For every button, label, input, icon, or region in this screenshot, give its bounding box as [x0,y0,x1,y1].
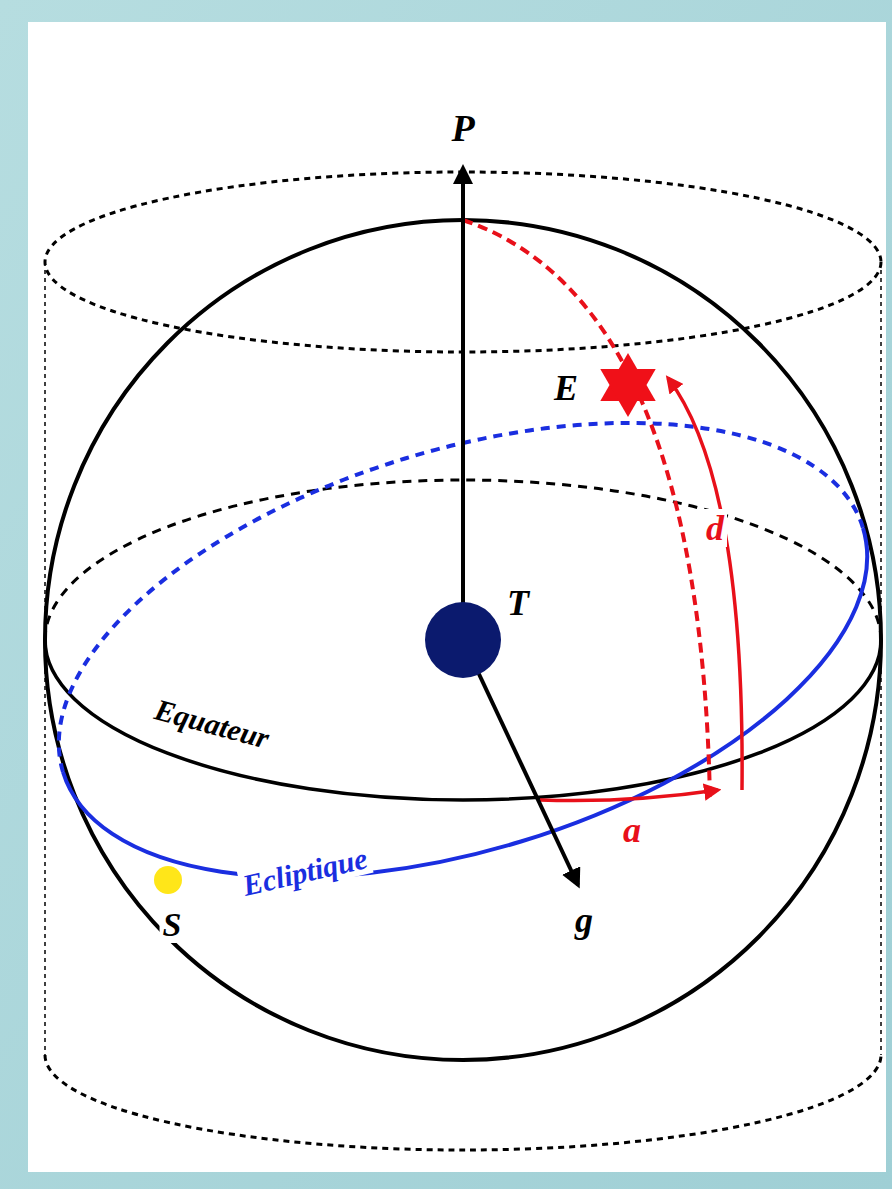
declination-arrow [668,378,742,790]
pole-axis [461,168,465,640]
pole-label: P [448,108,477,148]
ecliptic-label: Ecliptique [237,841,373,902]
right-ascension-arrow [540,790,718,801]
gamma-axis [463,640,578,885]
cylinder-bottom [45,1055,881,1150]
ecliptic-front [63,528,867,877]
star [600,353,655,417]
gamma-label: g [572,901,596,939]
star-label: E [551,369,581,407]
equator-label: Equateur [149,693,276,756]
right-ascension-label: a [620,811,644,849]
earth-label: T [504,584,532,622]
panel [28,22,886,1172]
earth [425,602,501,678]
sun [154,866,182,894]
sun-label: S [160,907,185,943]
hour-circle [463,220,710,800]
declination-label: d [703,509,727,547]
